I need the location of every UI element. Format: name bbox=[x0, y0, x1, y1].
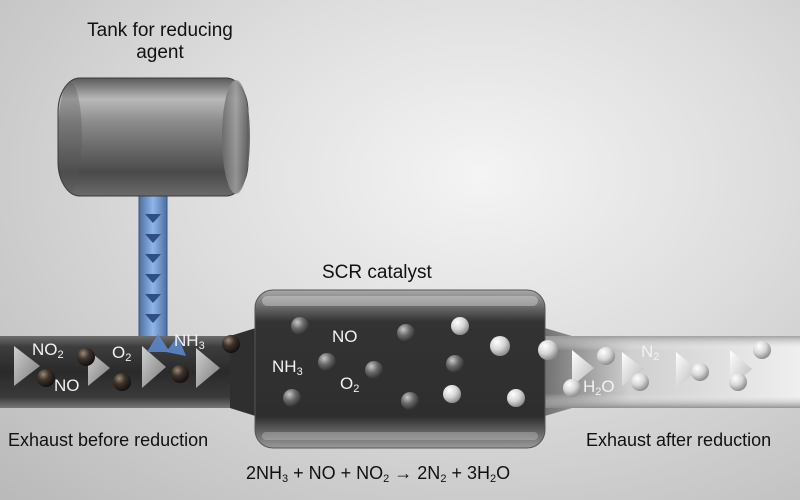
outlet-flow bbox=[538, 340, 771, 397]
flow-arrow bbox=[14, 346, 40, 386]
molecule bbox=[37, 369, 55, 387]
nh3-injection-arrow bbox=[147, 334, 170, 352]
molecule bbox=[171, 365, 189, 383]
molecule bbox=[283, 389, 301, 407]
molecule bbox=[451, 317, 469, 335]
molecule bbox=[291, 317, 309, 335]
reaction-equation: 2NH3 + NO + NO2 → 2N2 + 3H2O bbox=[246, 463, 511, 485]
molecule bbox=[631, 373, 649, 391]
molecule bbox=[397, 324, 415, 342]
molecule bbox=[446, 355, 464, 373]
molecule bbox=[401, 392, 419, 410]
flow-arrow bbox=[572, 350, 594, 386]
molecule bbox=[597, 347, 615, 365]
feed-line bbox=[138, 189, 168, 339]
inlet-flow bbox=[14, 334, 240, 391]
o2-label-inlet: O2 bbox=[112, 343, 132, 364]
catalyst-molecules bbox=[283, 317, 525, 410]
molecule bbox=[318, 353, 336, 371]
molecule bbox=[113, 373, 131, 391]
flow-arrow bbox=[145, 254, 161, 263]
molecule bbox=[490, 336, 510, 356]
flow-arrow bbox=[145, 274, 161, 283]
scr-catalyst-housing bbox=[254, 289, 546, 449]
nh3-label-inlet: NH3 bbox=[174, 331, 205, 352]
flow-arrow bbox=[622, 352, 644, 386]
tank-label: Tank for reducing agent bbox=[87, 20, 233, 63]
nh3-injection-arrow bbox=[166, 336, 186, 356]
molecule bbox=[443, 385, 461, 403]
exhaust-before-label: Exhaust before reduction bbox=[8, 430, 209, 450]
no-label-inlet: NO bbox=[54, 376, 80, 395]
scr-catalyst-label: SCR catalyst bbox=[322, 262, 432, 283]
molecule bbox=[729, 373, 747, 391]
flow-arrow bbox=[145, 214, 161, 223]
flow-arrow bbox=[145, 314, 161, 323]
nh3-label-catalyst: NH3 bbox=[272, 357, 303, 378]
flow-arrow bbox=[145, 294, 161, 303]
o2-label-catalyst: O2 bbox=[340, 374, 360, 395]
molecule bbox=[538, 340, 558, 360]
n2-label: N2 bbox=[641, 342, 660, 363]
reducing-agent-tank bbox=[57, 77, 250, 197]
flow-arrow bbox=[676, 352, 698, 388]
h2o-label: H2O bbox=[583, 377, 615, 398]
molecule bbox=[365, 361, 383, 379]
molecule bbox=[753, 341, 771, 359]
no-label-catalyst: NO bbox=[332, 327, 358, 346]
flow-arrow bbox=[196, 348, 220, 388]
molecule bbox=[563, 379, 581, 397]
molecule bbox=[222, 335, 240, 353]
molecule bbox=[507, 389, 525, 407]
feed-flow-arrows bbox=[145, 214, 161, 323]
molecule bbox=[77, 348, 95, 366]
no2-label: NO2 bbox=[32, 340, 64, 361]
molecule bbox=[691, 363, 709, 381]
flow-arrow bbox=[142, 346, 166, 388]
exhaust-after-label: Exhaust after reduction bbox=[586, 430, 772, 450]
flow-arrow bbox=[145, 234, 161, 243]
